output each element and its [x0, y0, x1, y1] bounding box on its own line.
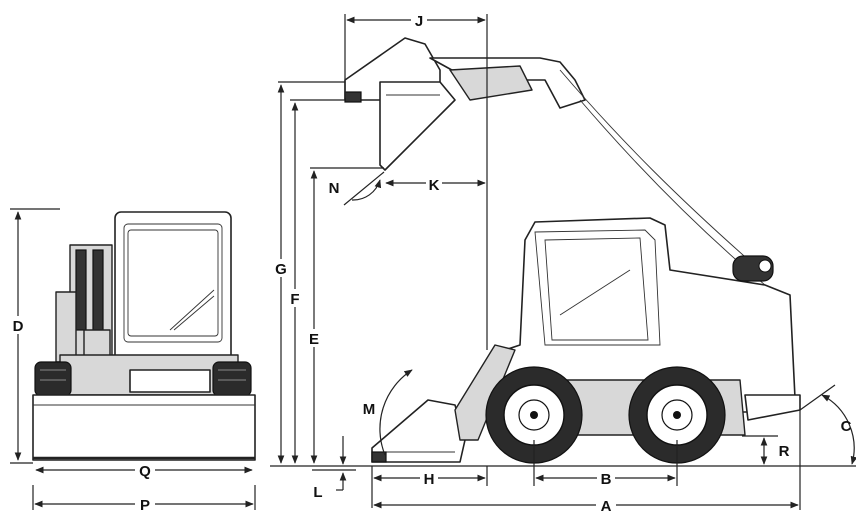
dimension-C: C	[799, 384, 856, 465]
dimension-E: E	[305, 167, 384, 464]
dimension-L: L	[312, 436, 356, 501]
label-J: J	[415, 13, 423, 30]
label-F: F	[290, 291, 299, 308]
label-P: P	[140, 497, 150, 512]
dimension-F: F	[286, 99, 345, 464]
dimension-Q: Q	[35, 462, 253, 480]
label-H: H	[424, 471, 435, 488]
dimension-N: N	[329, 171, 385, 206]
label-L: L	[313, 484, 322, 501]
label-N: N	[329, 180, 340, 197]
label-D: D	[13, 318, 24, 335]
label-A: A	[601, 498, 612, 512]
dimension-G: G	[272, 81, 345, 464]
dimension-B: B	[533, 440, 678, 488]
dimension-J: J	[344, 11, 488, 350]
dimension-M: M	[363, 369, 413, 456]
dimension-A: A	[373, 410, 801, 512]
label-E: E	[309, 331, 319, 348]
dimension-D: D	[9, 208, 60, 464]
dimension-P: P	[32, 485, 256, 512]
label-M: M	[363, 401, 376, 418]
label-C: C	[841, 418, 852, 435]
dimension-H: H	[371, 466, 488, 508]
dimension-K: K	[385, 175, 486, 194]
label-R: R	[779, 443, 790, 460]
dimension-R: R	[742, 435, 790, 465]
label-B: B	[601, 471, 612, 488]
label-K: K	[429, 177, 440, 194]
side-view-machine	[344, 37, 801, 464]
label-G: G	[275, 261, 287, 278]
label-Q: Q	[139, 463, 151, 480]
front-view-machine	[32, 211, 256, 461]
